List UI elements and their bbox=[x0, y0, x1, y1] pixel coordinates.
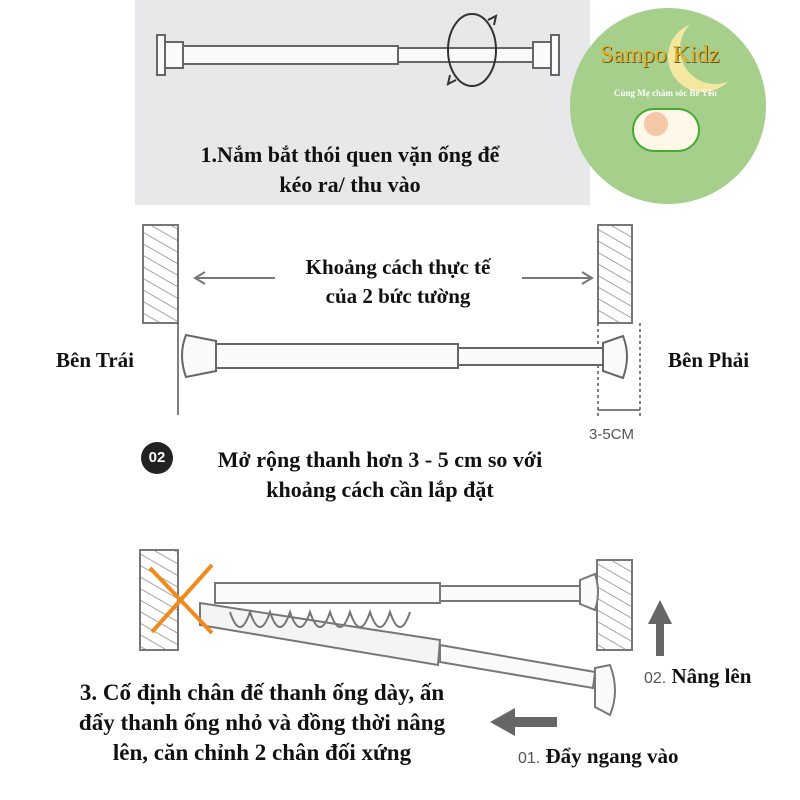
distance-arrows bbox=[193, 271, 594, 285]
up-arrow-icon bbox=[648, 600, 672, 656]
push-number: 01. bbox=[518, 750, 541, 767]
step2-line1: Mở rộng thanh hơn 3 - 5 cm so với bbox=[217, 447, 543, 472]
step1-rod bbox=[156, 34, 560, 76]
step3-line3: lên, căn chỉnh 2 chân đối xứng bbox=[112, 740, 412, 765]
right-label: Bên Phải bbox=[668, 348, 750, 372]
step2-rod bbox=[181, 333, 628, 380]
cross-icon bbox=[148, 563, 214, 635]
left-wall bbox=[142, 224, 179, 324]
step1-panel bbox=[135, 0, 590, 205]
right-wall-step3 bbox=[596, 559, 633, 651]
step2-badge-number: 02 bbox=[148, 449, 166, 466]
lift-number: 02. bbox=[644, 670, 667, 687]
right-wall bbox=[597, 224, 633, 324]
logo-tagline: Cùng Mẹ chăm sóc Bé Yêu bbox=[614, 88, 717, 98]
lift-step: 02. Nâng lên bbox=[644, 664, 751, 689]
rotate-arrow-icon bbox=[446, 13, 498, 87]
push-label: Đẩy ngang vào bbox=[545, 744, 679, 768]
lift-label: Nâng lên bbox=[671, 664, 752, 688]
push-step: 01. Đẩy ngang vào bbox=[518, 744, 679, 769]
step3-line1: 3. Cố định chân đế thanh ống dày, ấn bbox=[79, 680, 445, 705]
step2-line2: khoảng cách cần lắp đặt bbox=[266, 477, 494, 502]
step2-badge bbox=[141, 442, 173, 474]
left-arrow-icon bbox=[490, 708, 557, 736]
distance-line2: của 2 bức tường bbox=[325, 284, 471, 308]
left-label: Bên Trái bbox=[56, 348, 134, 372]
logo-brand: Sampo Kidz bbox=[600, 42, 720, 68]
step1-line1: 1.Nắm bắt thói quen vặn ống để bbox=[200, 142, 500, 167]
distance-line1: Khoảng cách thực tế bbox=[305, 255, 491, 279]
step3-line2: đẩy thanh ống nhỏ và đồng thời nâng bbox=[78, 710, 446, 735]
sampo-kidz-logo: Sampo Kidz Cùng Mẹ chăm sóc Bé Yêu bbox=[570, 8, 766, 204]
left-wall-step3 bbox=[139, 549, 179, 651]
extra-length-label: 3-5CM bbox=[589, 426, 635, 443]
step3-rod bbox=[199, 572, 616, 717]
step1-line2: kéo ra/ thu vào bbox=[279, 172, 421, 197]
